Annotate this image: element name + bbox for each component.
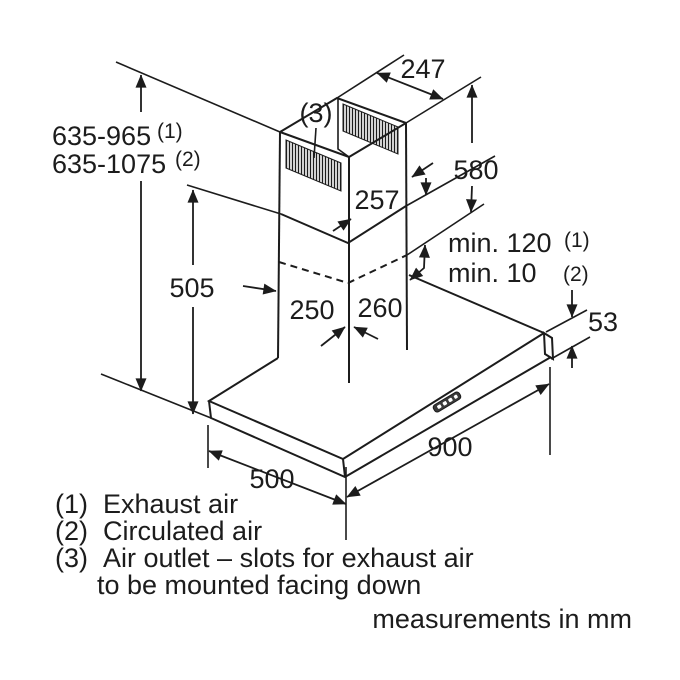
dim-250-arrow bbox=[320, 326, 346, 347]
ext-canopy-bottom-left bbox=[100, 373, 212, 419]
dim-257-arrow-c bbox=[332, 218, 352, 232]
dim-900 bbox=[346, 383, 550, 498]
label-505: 505 bbox=[169, 273, 214, 303]
legend: (1) Exhaust air (2) Circulated air (3) A… bbox=[55, 489, 632, 634]
label-total-height-circulated: 635-1075 bbox=[52, 149, 166, 179]
legend-item2-label: Circulated air bbox=[103, 516, 262, 546]
air-outlet-slots-front bbox=[285, 139, 342, 192]
ext-53-top bbox=[545, 309, 588, 333]
label-total-height-exhaust: 635-965 bbox=[52, 121, 151, 151]
label-900: 900 bbox=[427, 432, 472, 462]
flue-left-edge bbox=[277, 131, 281, 359]
ext-seam-right bbox=[405, 155, 496, 207]
ext-53-bottom bbox=[550, 336, 591, 360]
air-outlet-slots-inner bbox=[342, 103, 399, 155]
dim-247 bbox=[376, 72, 444, 100]
legend-item1-label: Exhaust air bbox=[103, 489, 238, 519]
chimney-flue bbox=[277, 96, 408, 383]
legend-item1-ref: (1) bbox=[55, 489, 88, 519]
ext-seam-left bbox=[186, 184, 282, 215]
dimension-labels: 635-965 (1) 635-1075 (2) 505 (3) 247 580… bbox=[52, 54, 618, 494]
label-min-120: min. 120 bbox=[448, 228, 552, 258]
ext-247-left bbox=[336, 54, 405, 99]
legend-item3-label: Air outlet – slots for exhaust air bbox=[103, 543, 474, 573]
dim-500 bbox=[208, 450, 347, 505]
label-580: 580 bbox=[453, 155, 498, 185]
label-min-10-ref: (2) bbox=[563, 263, 589, 286]
canopy-front-edges bbox=[208, 356, 552, 479]
label-250: 250 bbox=[289, 295, 334, 325]
label-247: 247 bbox=[400, 54, 445, 84]
label-257: 257 bbox=[354, 185, 399, 215]
canopy-right-cap bbox=[542, 331, 555, 361]
label-53: 53 bbox=[588, 307, 618, 337]
dimension-lines bbox=[135, 72, 578, 505]
dim-257-arrow-a bbox=[411, 162, 434, 178]
flue-joint-seam bbox=[280, 205, 407, 245]
dim-min-clearance bbox=[409, 244, 430, 281]
dim-260-arrow bbox=[353, 326, 379, 340]
label-min-10: min. 10 bbox=[448, 258, 537, 288]
ext-flue-top-left bbox=[115, 61, 281, 133]
label-air-outlet-ref: (3) bbox=[300, 98, 333, 128]
label-total-height-exhaust-ref: (1) bbox=[157, 120, 183, 143]
dim-580-lower bbox=[465, 185, 477, 213]
min-position-dashed-line bbox=[278, 254, 408, 285]
legend-item3-label-line2: to be mounted facing down bbox=[97, 570, 421, 600]
dim-left-edge-arrow bbox=[242, 283, 277, 295]
label-total-height-circulated-ref: (2) bbox=[175, 148, 201, 171]
flue-inner-corner bbox=[337, 98, 350, 158]
flue-right-edge bbox=[405, 122, 408, 351]
legend-item2-ref: (2) bbox=[55, 516, 88, 546]
label-min-120-ref: (1) bbox=[564, 229, 590, 252]
label-260: 260 bbox=[357, 293, 402, 323]
units-note: measurements in mm bbox=[372, 604, 632, 634]
label-500: 500 bbox=[249, 464, 294, 494]
legend-item3-ref: (3) bbox=[55, 543, 88, 573]
leader-air-outlet bbox=[313, 127, 317, 159]
